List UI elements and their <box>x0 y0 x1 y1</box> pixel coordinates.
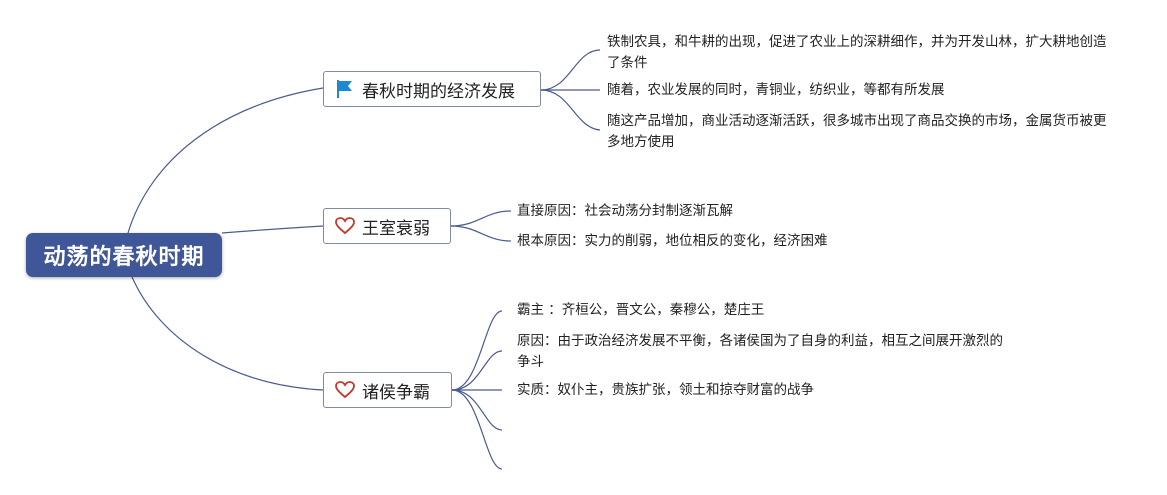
flag-icon <box>334 79 356 99</box>
connector-root-royal <box>221 225 324 234</box>
economy-leaf-2[interactable]: 随着，农业发展的同时，青铜业，纺织业，等都有所发展 <box>607 82 945 98</box>
connector-hegemony-leaf-2 <box>451 350 503 391</box>
topic-royal-decline[interactable]: 王室衰弱 <box>323 208 451 244</box>
heart-icon <box>334 380 356 400</box>
root-topic[interactable]: 动荡的春秋时期 <box>26 233 222 277</box>
hegemony-leaf-3[interactable]: 实质：奴仆主，贵族扩张，领土和掠夺财富的战争 <box>517 382 814 398</box>
topic-economy[interactable]: 春秋时期的经济发展 <box>323 71 541 107</box>
topic-hegemony-label: 诸侯争霸 <box>362 382 430 403</box>
connector-royal-leaf-1 <box>450 210 512 227</box>
root-topic-label: 动荡的春秋时期 <box>43 245 205 270</box>
connector-root-economy <box>127 87 324 234</box>
royal-leaf-1[interactable]: 直接原因：社会动荡分封制逐渐瓦解 <box>517 203 733 219</box>
economy-leaf-3[interactable]: 随这产品增加，商业活动逐渐活跃，很多城市出现了商品交换的市场，金属货币被更多地方… <box>607 113 1107 150</box>
connector-hegemony-leaf-4 <box>451 389 503 431</box>
connector-hegemony-leaf-1 <box>451 310 503 391</box>
royal-leaf-2[interactable]: 根本原因：实力的削弱，地位相反的变化，经济困难 <box>517 233 828 249</box>
connector-royal-leaf-2 <box>450 225 512 242</box>
connector-root-hegemony <box>131 276 324 391</box>
connector-economy-leaf-3 <box>540 89 601 131</box>
heart-icon <box>334 216 356 236</box>
topic-economy-label: 春秋时期的经济发展 <box>362 81 515 102</box>
connector-hegemony-leaf-5 <box>451 389 503 470</box>
hegemony-leaf-2[interactable]: 原因：由于政治经济发展不平衡，各诸侯国为了自身的利益，相互之间展开激烈的争斗 <box>517 333 1003 370</box>
topic-hegemony[interactable]: 诸侯争霸 <box>323 372 452 408</box>
topic-royal-decline-label: 王室衰弱 <box>362 218 430 239</box>
connector-economy-leaf-1 <box>540 49 601 91</box>
economy-leaf-1[interactable]: 铁制农具，和牛耕的出现，促进了农业上的深耕细作，并为开发山林，扩大耕地创造了条件 <box>607 34 1107 71</box>
hegemony-leaf-1[interactable]: 霸主 ：齐桓公，晋文公，秦穆公，楚庄王 <box>517 302 765 318</box>
